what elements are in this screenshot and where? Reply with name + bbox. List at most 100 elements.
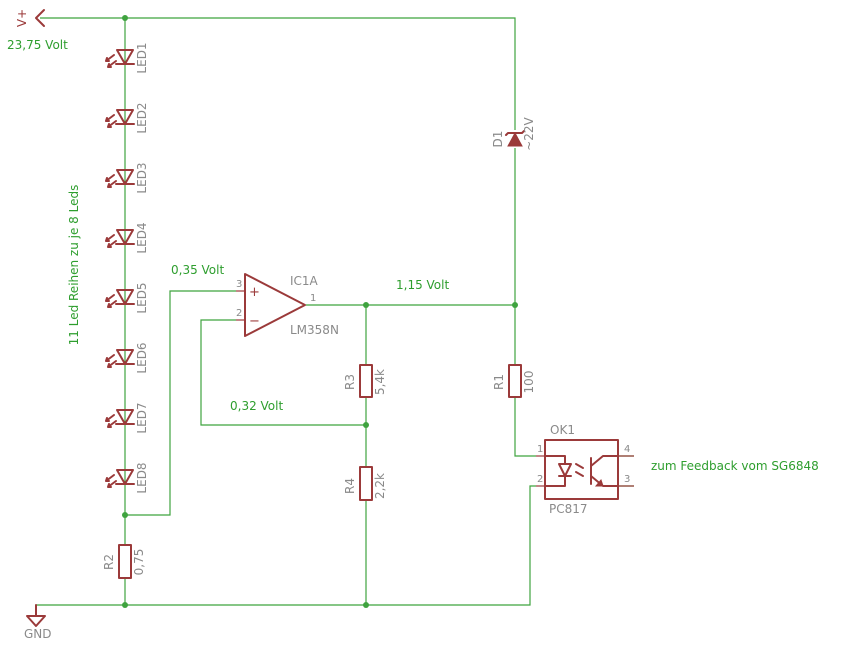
supply-arrow-icon [35, 9, 45, 27]
supply-name: V+ [15, 9, 29, 27]
led-diode-icon [115, 349, 135, 365]
resistor-r1: R1 100 [492, 364, 536, 398]
opamp-pin-plus-number: 3 [236, 279, 242, 290]
led-label: LED7 [135, 402, 149, 433]
led-8: LED8 [105, 462, 149, 494]
junction-dot [122, 15, 128, 21]
r1-name: R1 [492, 374, 506, 390]
ok1-pin3-number: 3 [624, 474, 630, 485]
supply-voltage-label: 23,75 Volt [7, 38, 68, 52]
resistor-r2: R2 0,75 [102, 544, 146, 579]
led-light-arrows-icon [105, 54, 117, 68]
opamp-triangle-icon [244, 273, 306, 337]
led-label: LED5 [135, 282, 149, 313]
ground-label: GND [24, 627, 52, 641]
led-3: LED3 [105, 162, 149, 194]
ok1-value: PC817 [549, 502, 588, 516]
ok1-pin2-number: 2 [537, 474, 543, 485]
wire-opamp-minus [200, 319, 366, 426]
wire-top-rail [40, 17, 516, 130]
junction-dot [363, 422, 369, 428]
led-1: LED1 [105, 42, 149, 74]
r2-value: 0,75 [132, 549, 146, 576]
led-diode-icon [115, 409, 135, 425]
ok1-pin4-number: 4 [624, 444, 630, 455]
net-label-opamp-plus: 0,35 Volt [171, 263, 224, 277]
led-light-arrows-icon [105, 234, 117, 248]
ok1-emitter-arrow-icon [594, 478, 604, 487]
opamp-pin-out-number: 1 [310, 293, 316, 304]
led-light-arrows-icon [105, 114, 117, 128]
r1-value: 100 [522, 371, 536, 394]
optocoupler-body-icon [544, 439, 619, 500]
resistor-r3: R3 5,4k [343, 364, 387, 398]
junction-dot [122, 512, 128, 518]
ground-symbol: GND [24, 604, 52, 641]
opamp-pin-minus-number: 2 [236, 308, 242, 319]
led-diode-icon [115, 229, 135, 245]
led-label: LED4 [135, 222, 149, 253]
opamp-plus-sign: + [249, 285, 260, 300]
led-light-arrows-icon [105, 174, 117, 188]
led-diode-icon [115, 109, 135, 125]
led-label: LED1 [135, 42, 149, 73]
led-5: LED5 [105, 282, 149, 314]
wire-gnd-rail [36, 485, 536, 606]
optocoupler-ok1: 1 2 3 4 OK1 PC817 [536, 423, 634, 516]
led-light-arrows-icon [105, 294, 117, 308]
net-label-opamp-minus: 0,32 Volt [230, 399, 283, 413]
net-label-opamp-out: 1,15 Volt [396, 278, 449, 292]
junction-dot [512, 302, 518, 308]
r4-name: R4 [343, 478, 357, 494]
led-6: LED6 [105, 342, 149, 374]
ok1-pin1-number: 1 [537, 444, 543, 455]
opamp-value: LM358N [290, 323, 339, 337]
junction-dot [363, 302, 369, 308]
ground-icon [26, 604, 46, 627]
resistor-body-icon [359, 466, 373, 501]
led-diode-icon [115, 169, 135, 185]
resistor-body-icon [118, 544, 132, 579]
led-label: LED6 [135, 342, 149, 373]
led-label: LED8 [135, 462, 149, 493]
net-label-feedback: zum Feedback vom SG6848 [651, 459, 819, 473]
wire-opamp-plus [125, 290, 236, 516]
r4-value: 2,2k [373, 473, 387, 499]
opamp-ic1a: + − 3 2 1 IC1A LM358N [236, 273, 339, 337]
led-7: LED7 [105, 402, 149, 434]
ok1-led-icon [544, 455, 572, 487]
led-light-arrows-icon [105, 474, 117, 488]
zener-bar [505, 130, 525, 136]
junction-dot [363, 602, 369, 608]
junctions [122, 15, 518, 608]
led-2: LED2 [105, 102, 149, 134]
resistor-body-icon [359, 364, 373, 398]
net-labels: 0,35 Volt 0,32 Volt 1,15 Volt zum Feedba… [171, 263, 819, 473]
supply-symbol: V+ 23,75 Volt [7, 9, 68, 52]
led-diode-icon [115, 49, 135, 65]
led-diode-icon [115, 469, 135, 485]
r3-name: R3 [343, 374, 357, 390]
opamp-minus-sign: − [249, 314, 260, 329]
ok1-phototransistor-icon [590, 455, 619, 487]
led-diode-icon [115, 289, 135, 305]
resistor-body-icon [508, 364, 522, 398]
ok1-name: OK1 [550, 423, 575, 437]
d1-value: ~22V [522, 116, 536, 150]
opamp-name: IC1A [290, 274, 319, 288]
zener-d1: D1 ~22V [491, 116, 536, 150]
zener-diode-icon [507, 131, 523, 147]
wire-r1-to-ok1-pin1 [514, 397, 536, 457]
r2-name: R2 [102, 554, 116, 570]
junction-dot [122, 602, 128, 608]
led-string-note: 11 Led Reihen zu je 8 Leds [67, 185, 81, 346]
ok1-light-arrows-icon [575, 463, 584, 477]
led-light-arrows-icon [105, 414, 117, 428]
d1-name: D1 [491, 131, 505, 148]
led-4: LED4 [105, 222, 149, 254]
led-label: LED3 [135, 162, 149, 193]
resistor-r4: R4 2,2k [343, 466, 387, 501]
led-label: LED2 [135, 102, 149, 133]
